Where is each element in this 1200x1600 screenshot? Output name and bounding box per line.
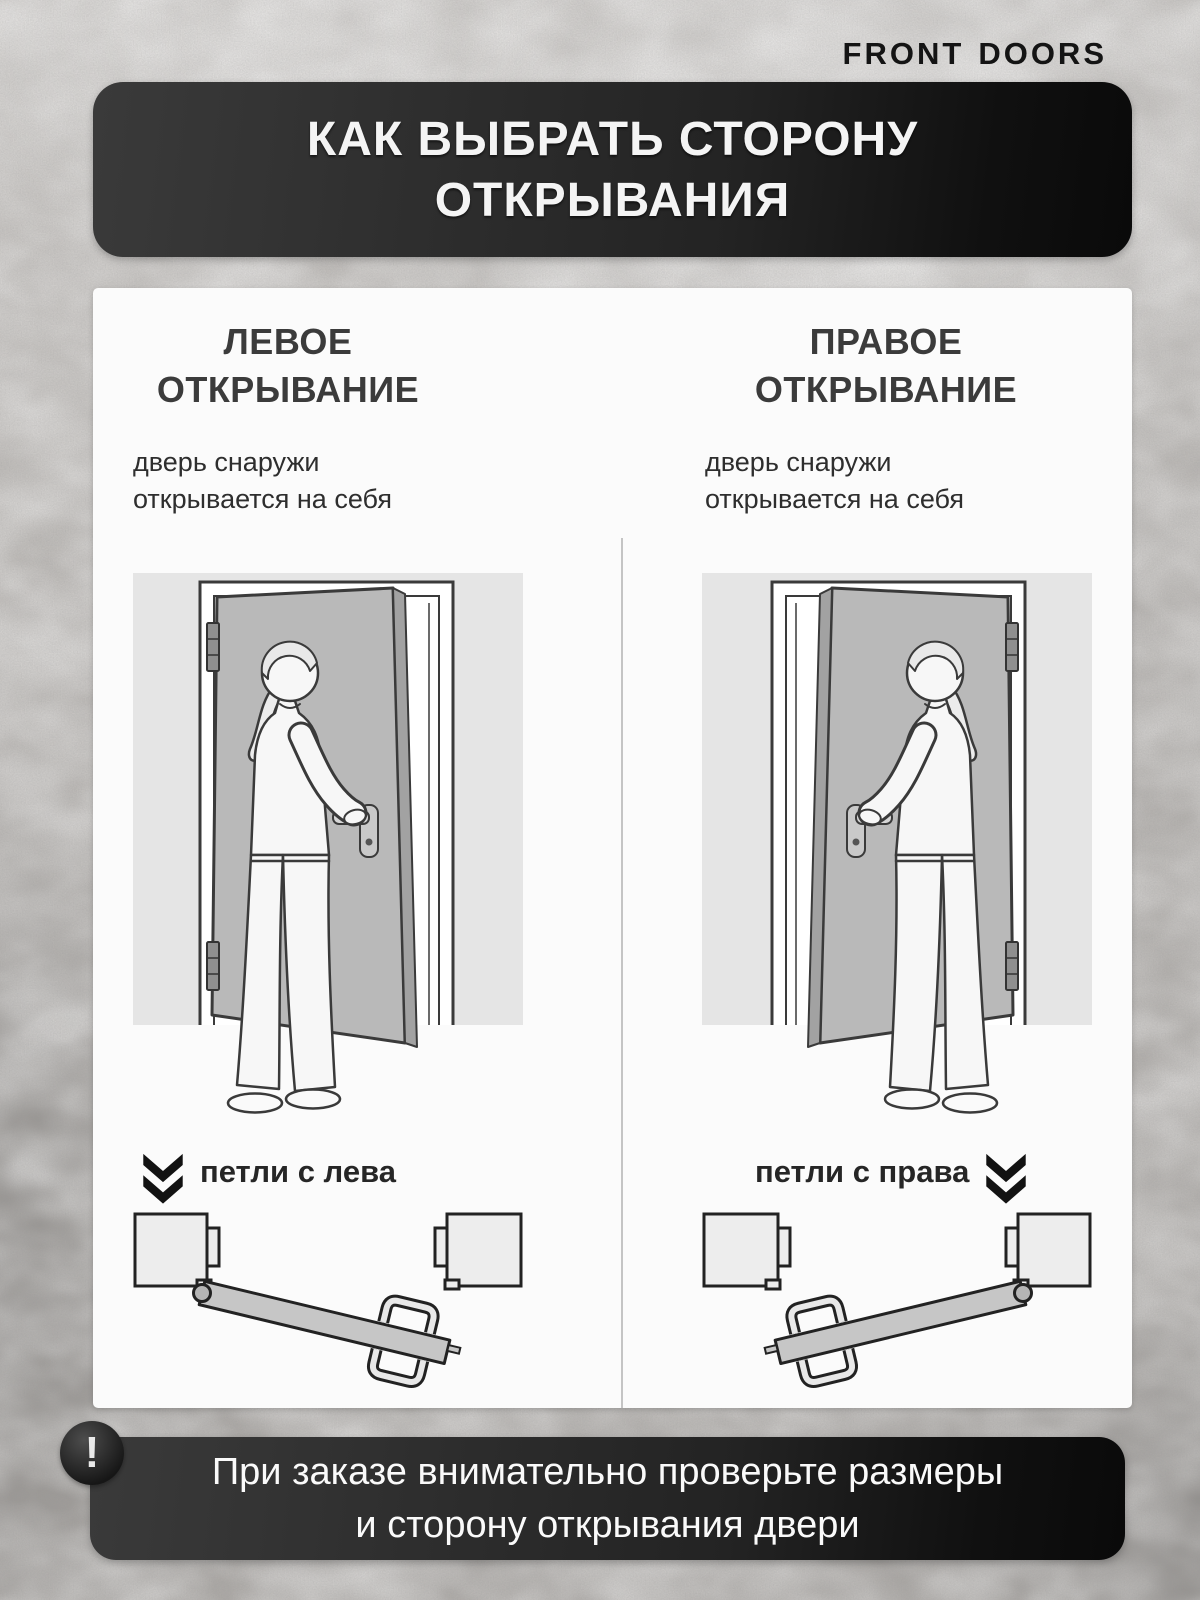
- footer-note-banner: При заказе внимательно проверьте размеры…: [90, 1437, 1125, 1560]
- page-title-banner: КАК ВЫБРАТЬ СТОРОНУ ОТКРЫВАНИЯ: [93, 82, 1132, 257]
- brand-word-front: FRONT: [842, 36, 965, 71]
- exclamation-icon: !: [60, 1421, 124, 1485]
- right-hinge-row: петли с права: [755, 1142, 1030, 1202]
- page-title-line-1: КАК ВЫБРАТЬ СТОРОНУ: [306, 112, 919, 166]
- right-title-line-2: ОТКРЫВАНИЕ: [754, 369, 1018, 410]
- brand-word-doors: DOORS: [978, 36, 1107, 71]
- footer-note-line-1: При заказе внимательно проверьте размеры: [211, 1450, 1004, 1493]
- left-panel-subtitle: дверь снаружи открывается на себя: [133, 447, 393, 514]
- left-title-line-2: ОТКРЫВАНИЕ: [156, 369, 420, 410]
- left-panel-title: ЛЕВОЕ ОТКРЫВАНИЕ: [93, 318, 483, 414]
- double-chevron-down-icon: [982, 1149, 1030, 1205]
- left-hinge-label: петли с лева: [200, 1154, 396, 1189]
- right-top-view-diagram: [702, 1208, 1092, 1403]
- left-hinge-row: петли с лева: [139, 1142, 396, 1202]
- right-hinge-label: петли с права: [755, 1154, 970, 1189]
- brand-logo: FRONT DOORS: [843, 34, 1107, 74]
- page-title-line-2: ОТКРЫВАНИЯ: [434, 173, 791, 227]
- column-divider: [621, 538, 623, 1408]
- left-title-line-1: ЛЕВОЕ: [223, 321, 353, 362]
- right-panel-title: ПРАВОЕ ОТКРЫВАНИЕ: [653, 318, 1119, 414]
- double-chevron-down-icon: [139, 1149, 187, 1205]
- right-title-line-1: ПРАВОЕ: [809, 321, 963, 362]
- content-card: ЛЕВОЕ ОТКРЫВАНИЕ ПРАВОЕ ОТКРЫВАНИЕ дверь…: [93, 288, 1132, 1408]
- footer-note-line-2: и сторону открывания двери: [355, 1503, 860, 1546]
- right-door-illustration: [702, 563, 1092, 1133]
- left-door-illustration: [133, 563, 523, 1133]
- left-top-view-diagram: [133, 1208, 523, 1403]
- right-panel-subtitle: дверь снаружи открывается на себя: [705, 447, 965, 514]
